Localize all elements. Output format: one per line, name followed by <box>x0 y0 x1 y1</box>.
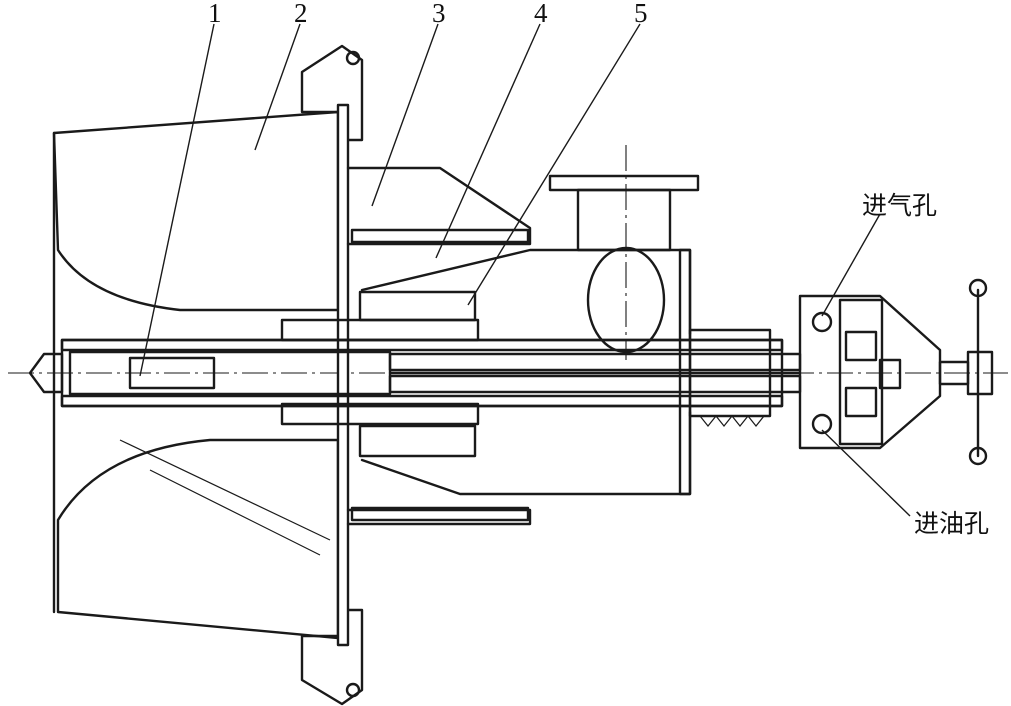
leader-2 <box>254 23 301 151</box>
leader-5 <box>467 23 641 306</box>
part-label-5: 5 <box>634 0 648 28</box>
leader-4 <box>435 23 541 259</box>
leader-1 <box>139 23 215 377</box>
oil-gun-tube <box>28 328 802 427</box>
mounting-flange <box>300 44 364 706</box>
leader-air-hole <box>821 213 881 317</box>
oil-hole-label: 进油孔 <box>914 509 989 538</box>
leader-oil-hole <box>821 429 911 517</box>
leader-3 <box>371 23 439 207</box>
burner-block <box>52 110 340 640</box>
part-label-3: 3 <box>432 0 446 28</box>
part-label-2: 2 <box>294 0 308 28</box>
air-hole-label: 进气孔 <box>862 191 937 220</box>
air-inlet-pipe <box>548 145 700 360</box>
swirl-sleeve <box>280 290 480 458</box>
valve-block <box>798 278 994 466</box>
part-label-4: 4 <box>534 0 548 28</box>
part-label-1: 1 <box>208 0 222 28</box>
